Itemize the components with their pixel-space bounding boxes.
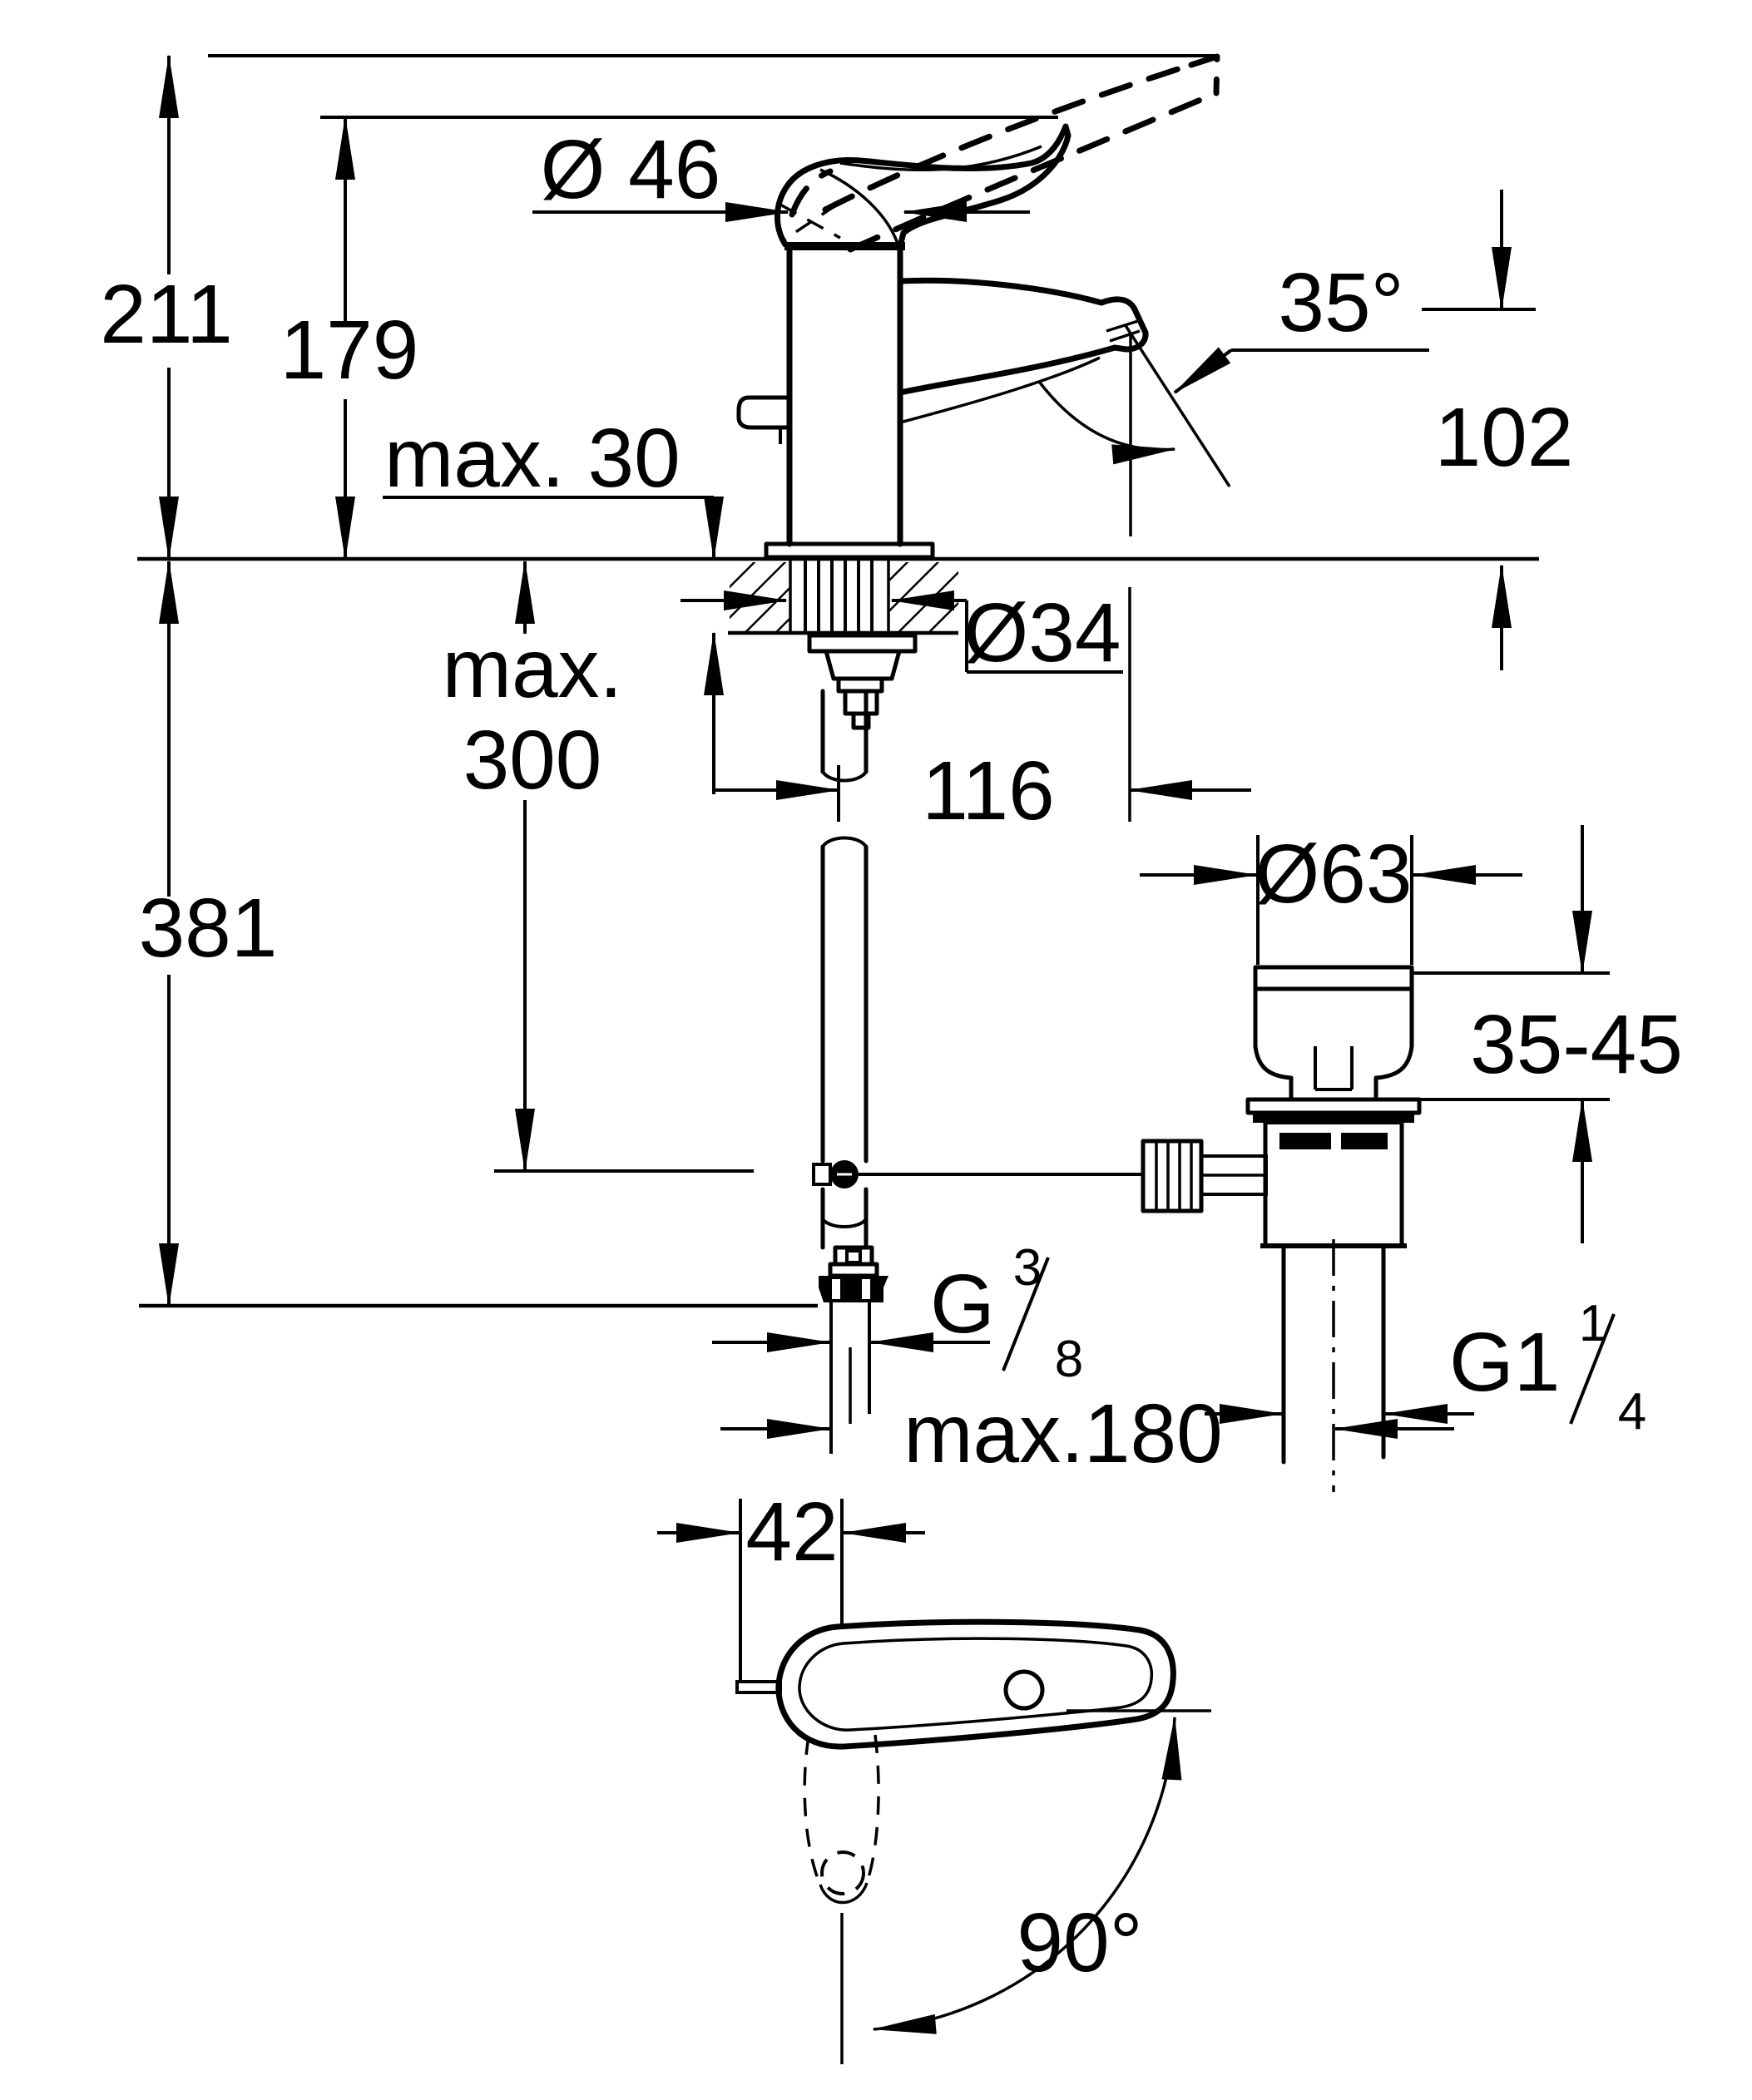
supply-hose — [812, 689, 888, 1454]
spout-underside-edge — [897, 344, 1118, 396]
front-view: 211 179 Ø 46 max. 30 Ø34 116 — [100, 53, 1683, 1492]
spray-angle-construction — [1038, 324, 1231, 536]
nut-highlight-1 — [832, 1279, 840, 1299]
hose-break-1 — [821, 770, 868, 783]
swing-90-arc — [872, 1716, 1182, 2034]
dim-g38-denominator: 8 — [1055, 1331, 1083, 1388]
lever-rotated-left-edge — [803, 1736, 822, 1885]
plan-view: 42 90° — [657, 1485, 1211, 2064]
handle-open-tip — [1188, 53, 1220, 96]
countertop-hatch-left — [730, 562, 790, 631]
countertop-section — [137, 556, 1539, 635]
g38-connector-nut — [819, 1276, 888, 1302]
dim-g114-slash — [1569, 1313, 1616, 1425]
threaded-shank — [789, 557, 890, 634]
waste-slot-right — [1341, 1133, 1388, 1149]
mounting-washer — [807, 633, 918, 654]
handle-open-dashed — [789, 53, 1220, 253]
dim-90deg-label: 90° — [1017, 1896, 1142, 1989]
spout-aerator-cap — [1098, 296, 1149, 353]
lever-plan-hole — [1003, 1669, 1045, 1711]
dim-d46-label: Ø 46 — [541, 123, 721, 216]
dim-d63-label: Ø63 — [1255, 828, 1412, 921]
pull-rod-knob — [736, 395, 792, 430]
handle-open-arc — [789, 168, 834, 218]
dim-3545-label: 35-45 — [1470, 998, 1683, 1091]
countertop-hatch-right — [888, 562, 958, 631]
hose-break-2 — [821, 836, 868, 848]
waste-center-tab — [1314, 1046, 1354, 1091]
dim-max300-label-1: max. — [443, 622, 623, 715]
dim-211-label: 211 — [100, 268, 232, 361]
mounting-nut — [824, 649, 902, 681]
dim-116-label: 116 — [922, 744, 1054, 838]
dim-42-label: 42 — [745, 1485, 838, 1579]
cartridge-dome-line — [819, 168, 900, 247]
dim-g38-slash — [1002, 1257, 1050, 1371]
dim-d34-box — [965, 600, 1123, 674]
dim-g114-denominator: 4 — [1618, 1383, 1646, 1440]
dimensions-front: 211 179 Ø 46 max. 30 Ø34 116 — [100, 54, 1683, 1480]
faucet-front-outline — [736, 53, 1220, 1454]
spout-top-edge — [897, 277, 1105, 306]
waste-seal-ring — [1253, 1113, 1414, 1123]
aerator-face-line-1 — [1106, 319, 1139, 333]
handle-open-line-1 — [822, 62, 1195, 213]
rod-guide-stub — [812, 1163, 832, 1186]
lever-plan-rod-stub — [735, 1680, 782, 1694]
hose-break-3 — [821, 1218, 868, 1228]
dim-max180-label: max.180 — [903, 1387, 1223, 1480]
spout-inner-line — [899, 356, 1101, 424]
dim-g38-label: G — [930, 1258, 995, 1351]
shank-collar — [836, 676, 884, 694]
faucet-base-flange — [764, 541, 935, 560]
hose-end-collar — [828, 1262, 879, 1278]
handle-closed-inner-line — [839, 145, 1042, 172]
spray-swing-arc — [1038, 381, 1176, 465]
waste-neck-left — [1253, 1044, 1294, 1080]
lever-rotated-tip — [819, 1882, 869, 1905]
dim-g114-label: G1 — [1449, 1316, 1560, 1409]
dim-d34-label: Ø34 — [963, 586, 1121, 679]
dim-35deg-label: 35° — [1278, 256, 1403, 349]
hose-end-slot — [845, 1249, 862, 1264]
waste-flange — [1245, 1097, 1422, 1115]
lever-plan-inner — [798, 1637, 1154, 1732]
waste-top-rim — [1253, 965, 1414, 991]
handle-open-line-2 — [847, 90, 1220, 253]
shank-step-2 — [851, 711, 871, 730]
dim-max30-label: max. 30 — [384, 412, 681, 505]
aerator-face-line-2 — [1109, 329, 1141, 343]
dim-max300-label-2: 300 — [463, 714, 602, 807]
dim-102-label: 102 — [1435, 391, 1574, 484]
lever-rotated-hole — [820, 1850, 865, 1895]
dim-179-label: 179 — [280, 304, 419, 397]
waste-neck-right — [1373, 1044, 1414, 1080]
waste-slot-left — [1279, 1133, 1331, 1149]
spray-direction-line — [1123, 324, 1231, 487]
nut-highlight-2 — [862, 1279, 870, 1299]
handle-closed-outline — [774, 123, 1071, 250]
shank-step-1 — [843, 689, 879, 716]
lever-rotated-right-edge — [865, 1734, 880, 1884]
dim-381-label: 381 — [139, 882, 278, 975]
